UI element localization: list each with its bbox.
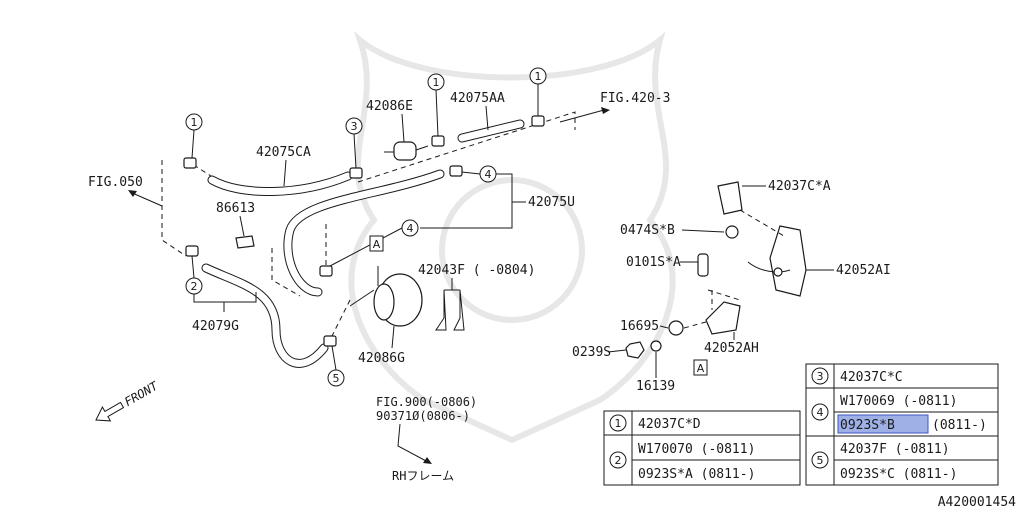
- callout-1a: 1: [185, 113, 203, 159]
- legend-left-num-2: 2: [615, 454, 622, 467]
- svg-text:3: 3: [351, 120, 358, 133]
- ref-fig420-arrow: [601, 107, 610, 114]
- svg-text:4: 4: [407, 222, 414, 235]
- legend-right-row5-line2: 0923S*C (0811-): [840, 467, 957, 482]
- label-0239s: 0239S: [572, 345, 611, 360]
- legend-right-row4-highlight: [838, 415, 928, 433]
- legend-right-num-3: 3: [817, 370, 824, 383]
- box-a-right: A: [693, 359, 708, 376]
- legend-right-row4-date: (0811-): [932, 418, 987, 433]
- label-42052ai: 42052AI: [836, 263, 891, 278]
- svg-text:FRONT: FRONT: [122, 378, 161, 409]
- clip-42037ca: [717, 181, 743, 215]
- clamp-1a: [183, 157, 197, 169]
- dash-low: [329, 299, 351, 341]
- ref-rh-frame: RHフレーム: [392, 469, 454, 483]
- label-0474sb: 0474S*B: [620, 223, 675, 238]
- legend-right-row4-line1: W170069 (-0811): [840, 394, 957, 409]
- label-42075ca: 42075CA: [256, 145, 311, 160]
- svg-text:4: 4: [485, 168, 492, 181]
- callout-2: 2: [185, 255, 257, 312]
- dash-mid: [271, 248, 301, 297]
- diagram-id: A420001454: [938, 495, 1016, 510]
- legend-right-row4-code: 0923S*B: [840, 418, 895, 433]
- legend-left-row1: 42037C*D: [638, 417, 701, 432]
- label-42075aa: 42075AA: [450, 91, 505, 106]
- legend-right-row5-line1: 42037F (-0811): [840, 442, 950, 457]
- front-arrow: FRONT: [95, 378, 161, 422]
- clamp-5: [323, 335, 337, 347]
- callout-1c: 1: [529, 67, 547, 116]
- grommet-16695: [668, 320, 684, 336]
- ref-fig050-leader: [129, 191, 163, 207]
- clamp-2: [185, 245, 199, 257]
- callout-4a: 4: [461, 165, 497, 183]
- bolt-0101sa: [697, 253, 709, 277]
- bracket-42052ah: [705, 301, 741, 335]
- clip-86613: [235, 235, 255, 249]
- label-42079g: 42079G: [192, 319, 239, 334]
- label-42086g: 42086G: [358, 351, 405, 366]
- dash-top-left: [185, 159, 215, 179]
- label-42052ah: 42052AH: [704, 341, 759, 356]
- label-86613: 86613: [216, 201, 255, 216]
- label-42086e: 42086E: [366, 99, 413, 114]
- legend-right-row3: 42037C*C: [840, 370, 903, 385]
- nut-0239s: [625, 341, 645, 359]
- svg-text:5: 5: [333, 372, 340, 385]
- clamp-3: [349, 167, 363, 179]
- washer-16139: [650, 340, 662, 352]
- box-a-left: A: [369, 235, 384, 252]
- filter-42086e: [384, 141, 429, 161]
- svg-text:1: 1: [191, 116, 198, 129]
- ref-fig050: FIG.050: [88, 175, 143, 190]
- svg-text:A: A: [373, 238, 381, 251]
- ref-fig050-arrow: [128, 190, 137, 197]
- label-42043f: 42043F ( -0804): [418, 263, 535, 278]
- label-16139: 16139: [636, 379, 675, 394]
- clamp-4b: [319, 265, 333, 277]
- dash-left: [161, 160, 187, 257]
- label-16695: 16695: [620, 319, 659, 334]
- clamp-4a: [449, 165, 463, 177]
- canister-42086g: [349, 266, 423, 327]
- clamp-1b: [431, 135, 445, 147]
- callout-4b: 4: [329, 219, 419, 267]
- legend-left: 1 42037C*D 2 W170070 (-0811) 0923S*A (08…: [603, 410, 801, 486]
- bracket-42052ai: [747, 225, 807, 297]
- legend-right: 3 42037C*C 4 W170069 (-0811) 0923S*B (08…: [805, 363, 999, 486]
- legend-right-num-4: 4: [817, 406, 824, 419]
- callout-1b: 1: [427, 73, 445, 137]
- label-0101sa: 0101S*A: [626, 255, 681, 270]
- callout-3: 3: [345, 117, 363, 169]
- legend-left-row2-line1: W170070 (-0811): [638, 442, 755, 457]
- label-42037ca: 42037C*A: [768, 179, 831, 194]
- clamp-1c: [531, 115, 545, 127]
- legend-left-row2-line2: 0923S*A (0811-): [638, 467, 755, 482]
- legend-left-num-1: 1: [615, 417, 622, 430]
- dash-top: [357, 111, 576, 183]
- bracket-42043f: [435, 289, 465, 331]
- svg-text:1: 1: [433, 76, 440, 89]
- legend-right-num-5: 5: [817, 454, 824, 467]
- bolt-0474sb: [725, 225, 739, 239]
- svg-text:A: A: [697, 362, 705, 375]
- ref-fig420: FIG.420-3: [600, 91, 670, 106]
- label-42075u: 42075U: [528, 195, 575, 210]
- svg-text:1: 1: [535, 70, 542, 83]
- callout-5: 5: [327, 345, 345, 387]
- svg-text:2: 2: [191, 280, 198, 293]
- ref-fig900: FIG.900(-0806): [376, 395, 477, 409]
- ref-fig900-part: 90371Ø(0806-): [376, 409, 470, 423]
